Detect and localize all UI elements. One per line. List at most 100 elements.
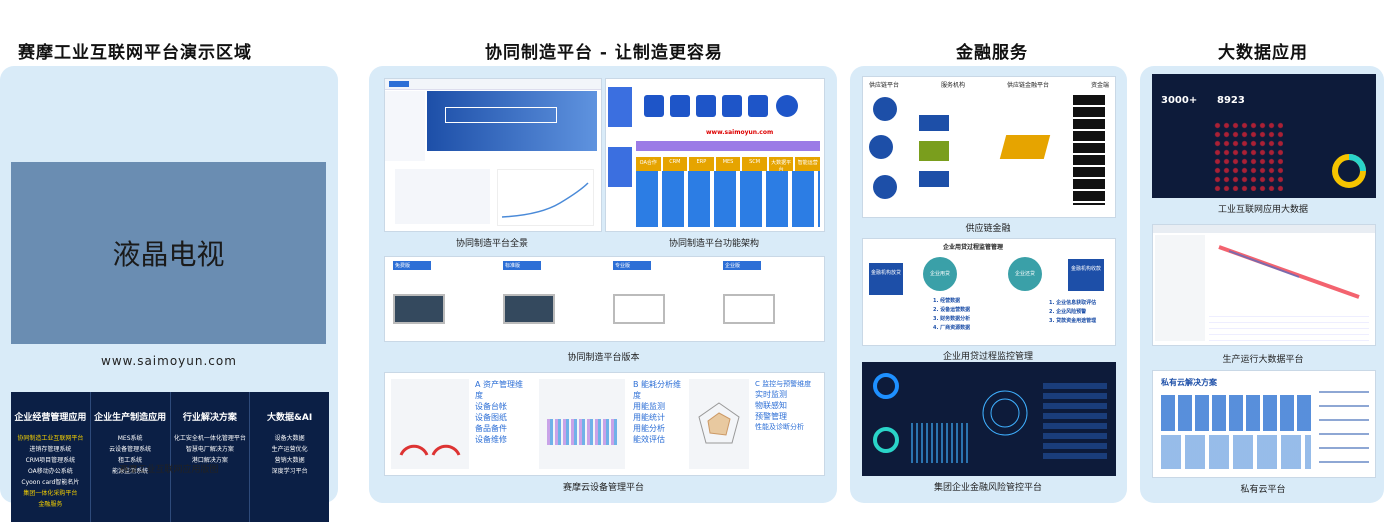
- module-label: MES: [715, 157, 741, 175]
- monitor-item: 性能及诊断分析: [755, 423, 804, 431]
- menu-item[interactable]: 云设备管理系统: [109, 446, 152, 453]
- menu-item[interactable]: 化工安全机一体化管理平台: [173, 435, 246, 442]
- energy-item: 用能统计: [633, 413, 665, 422]
- menu-column-bigdata: 大数据&AI 设备大数据 生产运营优化 营销大数据 深度学习平台: [250, 392, 329, 522]
- asset-heading: A 资产管理维度: [475, 380, 524, 400]
- menu-column-title: 企业生产制造应用: [94, 413, 167, 423]
- menu-item[interactable]: 集团一体化采购平台: [23, 490, 78, 497]
- caption-production-bigdata: 生产运行大数据平台: [1222, 355, 1304, 365]
- section-title-collab: 协同制造平台 - 让制造更容易: [485, 43, 723, 63]
- ring-gauge-icon: [873, 427, 899, 453]
- menu-column-industry: 行业解决方案 化工安全机一体化管理平台 智慧电厂解决方案 港口解决方案: [171, 392, 251, 522]
- caption-risk-control: 集团企业金融风险管控平台: [933, 483, 1042, 493]
- menu-item[interactable]: 设备大数据: [274, 435, 305, 442]
- module-label: 大数据平台: [768, 157, 794, 175]
- menu-item[interactable]: 港口解决方案: [191, 457, 228, 464]
- version-tab[interactable]: 免费版: [393, 261, 431, 270]
- bigdata-panel: 3000+ 8923 工业互联网应用大数据 生产运行大数据平台 私有云解决方案 …: [1140, 66, 1384, 503]
- private-cloud-screenshot[interactable]: 私有云解决方案: [1152, 370, 1376, 478]
- caption-app-map: 赛摩工业互联网应用版图: [119, 465, 219, 475]
- loan-step: 1. 经营数据: [933, 298, 961, 304]
- module-label: ERP: [689, 157, 714, 175]
- collab-panel: 协同制造平台全景 www.saimoyun.com OA合作 CRM ERP M…: [369, 66, 837, 503]
- caption-overview: 协同制造平台全景: [455, 239, 528, 249]
- asset-item: 设备台帐: [475, 402, 507, 411]
- menu-item[interactable]: 金融服务: [38, 501, 63, 508]
- caption-device-mgmt: 赛摩云设备管理平台: [562, 483, 644, 493]
- loan-result: 2. 企业风险预警: [1049, 309, 1087, 315]
- stat-value: 8923: [1217, 95, 1245, 106]
- asset-item: 设备图纸: [475, 413, 507, 422]
- caption-supply-chain: 供应链金融: [965, 224, 1011, 234]
- scf-header: 资金端: [1090, 82, 1109, 89]
- architecture-screenshot[interactable]: www.saimoyun.com OA合作 CRM ERP MES SCM 大数…: [605, 78, 825, 232]
- asset-item: 设备维修: [475, 435, 507, 444]
- menu-item[interactable]: 深度学习平台: [271, 468, 308, 475]
- risk-control-screenshot[interactable]: [862, 362, 1116, 476]
- finance-panel: 供应链平台 服务机构 供应链金融平台 资金端 供应链金融 企业用贷过程监管管理 …: [850, 66, 1127, 503]
- version-tab[interactable]: 企业版: [723, 261, 761, 270]
- energy-item: 用能分析: [633, 424, 665, 433]
- monitor-heading: C 监控与预警维度: [755, 380, 812, 388]
- menu-column-title: 行业解决方案: [182, 413, 237, 423]
- stat-value: 3000+: [1161, 95, 1198, 106]
- monitor-item: 物联感知: [755, 401, 787, 410]
- menu-item[interactable]: OA移动办公系统: [28, 468, 73, 475]
- trend-curve-icon: [501, 182, 589, 218]
- loan-title: 企业用贷过程监管管理: [943, 244, 1004, 251]
- menu-item[interactable]: 协同制造工业互联网平台: [17, 435, 84, 442]
- loan-monitor-screenshot[interactable]: 企业用贷过程监管管理 金融机构放贷 企业用贷 企业还贷 金融机构收款 1. 经营…: [862, 238, 1116, 346]
- asset-item: 备品备件: [475, 424, 507, 433]
- supply-chain-screenshot[interactable]: 供应链平台 服务机构 供应链金融平台 资金端: [862, 76, 1116, 218]
- section-title-finance: 金融服务: [956, 43, 1028, 63]
- tv-display[interactable]: 液晶电视: [11, 162, 326, 344]
- menu-item[interactable]: 营销大数据: [274, 457, 305, 464]
- section-title-demo: 赛摩工业互联网平台演示区域: [18, 43, 252, 63]
- menu-item[interactable]: 租工系统: [118, 457, 143, 464]
- caption-versions: 协同制造平台版本: [567, 353, 640, 363]
- loan-step: 4. 厂商资源数据: [933, 325, 971, 331]
- caption-architecture: 协同制造平台功能架构: [668, 239, 759, 249]
- site-url[interactable]: www.saimoyun.com: [101, 354, 237, 368]
- version-tab[interactable]: 标准版: [503, 261, 541, 270]
- energy-item: 用能监测: [633, 402, 665, 411]
- menu-item[interactable]: 能源监测系统: [112, 468, 149, 475]
- monitor-item: 预警管理: [755, 412, 787, 421]
- module-label: CRM: [662, 157, 688, 175]
- menu-item[interactable]: 进销存管理系统: [29, 446, 72, 453]
- menu-item[interactable]: 智慧电厂解决方案: [185, 446, 234, 453]
- monitor-item: 实时监测: [755, 390, 787, 399]
- module-label: SCM: [742, 157, 767, 175]
- loan-result: 3. 贷款资金用途管理: [1049, 318, 1097, 324]
- private-cloud-title: 私有云解决方案: [1161, 378, 1217, 387]
- menu-item[interactable]: Cyoon card智能名片: [21, 479, 80, 486]
- loan-node: 金融机构收款: [1068, 259, 1104, 291]
- app-map: 企业经营管理应用 协同制造工业互联网平台 进销存管理系统 CRM项目管理系统 O…: [11, 392, 329, 522]
- loan-step: 3. 财务数据分析: [933, 316, 971, 322]
- radar-chart-icon: [698, 402, 740, 444]
- production-bigdata-screenshot[interactable]: [1152, 224, 1376, 346]
- overview-screenshot[interactable]: [384, 78, 602, 232]
- tv-label: 液晶电视: [112, 238, 225, 271]
- globe-icon: [982, 390, 1028, 436]
- menu-item[interactable]: 生产运营优化: [271, 446, 308, 453]
- ring-gauge-icon: [873, 373, 899, 399]
- architecture-url: www.saimoyun.com: [706, 129, 774, 136]
- device-mgmt-screenshot[interactable]: A 资产管理维度 设备台帐 设备图纸 备品备件 设备维修 B 能耗分析维度 用能…: [384, 372, 825, 476]
- menu-item[interactable]: CRM项目管理系统: [25, 457, 76, 464]
- versions-screenshot[interactable]: 免费版 标准版 专业版 企业版: [384, 256, 825, 342]
- scatter-plot-icon: [1218, 245, 1360, 299]
- section-title-bigdata: 大数据应用: [1218, 43, 1308, 63]
- loan-node: 金融机构放贷: [869, 263, 903, 295]
- energy-item: 能效评估: [633, 435, 665, 444]
- menu-column-production: 企业生产制造应用 MES系统 云设备管理系统 租工系统 能源监测系统: [91, 392, 171, 522]
- caption-private-cloud: 私有云平台: [1240, 485, 1286, 495]
- loan-node: 企业还贷: [1008, 257, 1042, 291]
- menu-item[interactable]: MES系统: [117, 435, 143, 442]
- loan-node: 企业用贷: [923, 257, 957, 291]
- scf-header: 供应链金融平台: [1006, 82, 1049, 89]
- loan-step: 2. 设备运营数据: [933, 307, 971, 313]
- bigdata-dashboard-screenshot[interactable]: 3000+ 8923: [1152, 74, 1376, 198]
- module-label: 智能运营: [795, 157, 821, 175]
- version-tab[interactable]: 专业版: [613, 261, 651, 270]
